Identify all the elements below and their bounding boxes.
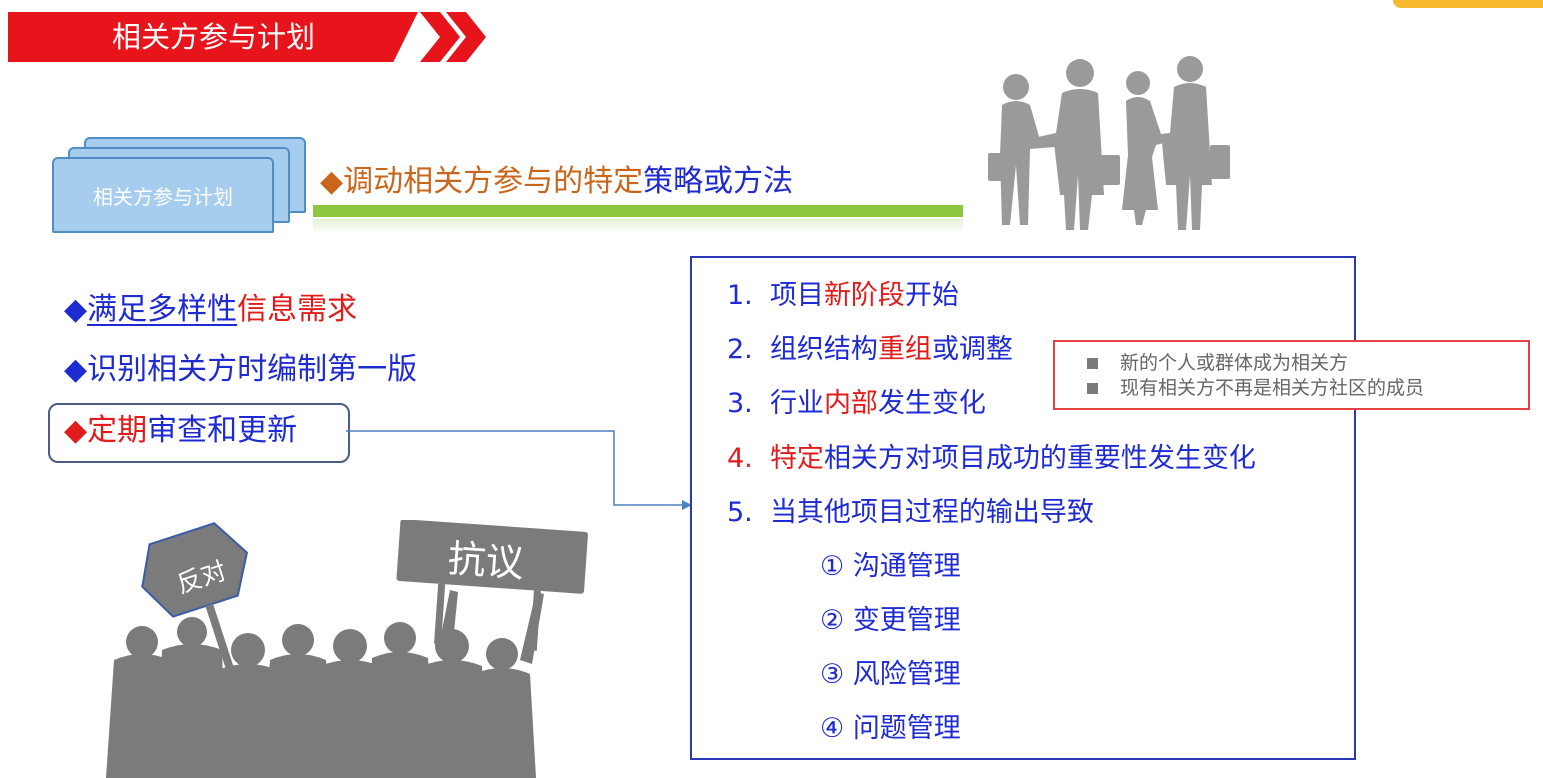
change-item-4: 4. 特定相关方对项目成功的重要性发生变化 bbox=[727, 443, 1256, 474]
protest-crowd-icon bbox=[106, 520, 588, 778]
document-label: 相关方参与计划 bbox=[93, 184, 233, 209]
sub-item-issue: ④ 问题管理 bbox=[820, 713, 961, 744]
change-item-5: 5. 当其他项目过程的输出导致 bbox=[727, 497, 1094, 528]
square-bullet-icon bbox=[1087, 358, 1098, 369]
sub-item-change: ② 变更管理 bbox=[820, 605, 961, 636]
change-item-2: 2. 组织结构重组或调整 bbox=[727, 334, 1013, 365]
strategy-text: ◆调动相关方参与的特定策略或方法 bbox=[320, 164, 794, 199]
note-box: 新的个人或群体成为相关方 现有相关方不再是相关方社区的成员 bbox=[1053, 340, 1530, 410]
diversity-link[interactable]: 满足多样性 bbox=[87, 292, 238, 327]
chevrons-icon bbox=[420, 12, 486, 62]
note-new-stakeholder: 新的个人或群体成为相关方 bbox=[1087, 351, 1348, 375]
strategy-underline bbox=[313, 205, 963, 217]
bullet-first-version: ◆识别相关方时编制第一版 bbox=[64, 352, 418, 387]
title-banner: 相关方参与计划 bbox=[8, 12, 418, 62]
strategy-underline-shadow bbox=[313, 219, 963, 233]
sign-protest: 抗议 bbox=[446, 536, 526, 586]
square-bullet-icon bbox=[1087, 383, 1098, 394]
review-box bbox=[48, 403, 350, 463]
connector-arrow bbox=[346, 430, 692, 510]
corner-accent bbox=[1393, 0, 1543, 8]
sub-item-communication: ① 沟通管理 bbox=[820, 551, 961, 582]
note-removed-stakeholder: 现有相关方不再是相关方社区的成员 bbox=[1087, 376, 1424, 400]
document-stack-icon: 相关方参与计划 bbox=[46, 135, 306, 240]
sub-item-risk: ③ 风险管理 bbox=[820, 659, 961, 690]
changes-panel bbox=[690, 256, 1356, 760]
handshake-people-icon bbox=[988, 56, 1230, 230]
change-item-1: 1. 项目新阶段开始 bbox=[727, 280, 959, 311]
bullet-periodic-review: ◆定期审查和更新 bbox=[64, 413, 298, 448]
page-title: 相关方参与计划 bbox=[112, 20, 316, 54]
change-item-3: 3. 行业内部发生变化 bbox=[727, 388, 986, 419]
bullet-diversity: ◆满足多样性信息需求 bbox=[64, 292, 358, 327]
